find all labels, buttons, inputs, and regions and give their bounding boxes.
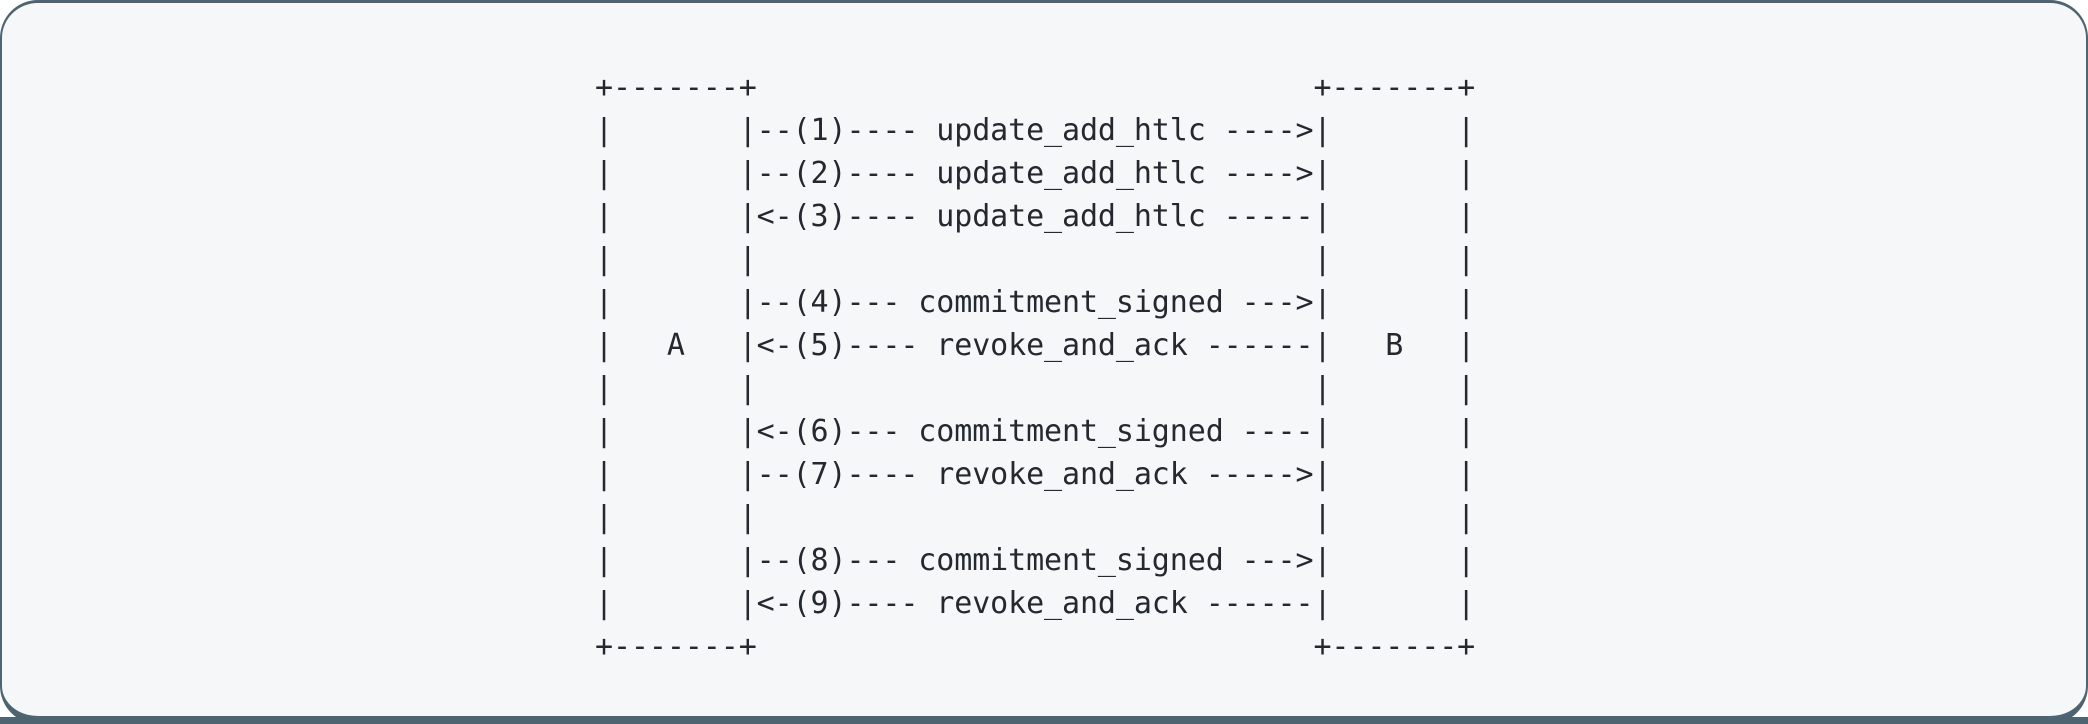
ascii-sequence-diagram: +-------+ +-------+ | |--(1)---- update_… bbox=[595, 70, 1476, 664]
